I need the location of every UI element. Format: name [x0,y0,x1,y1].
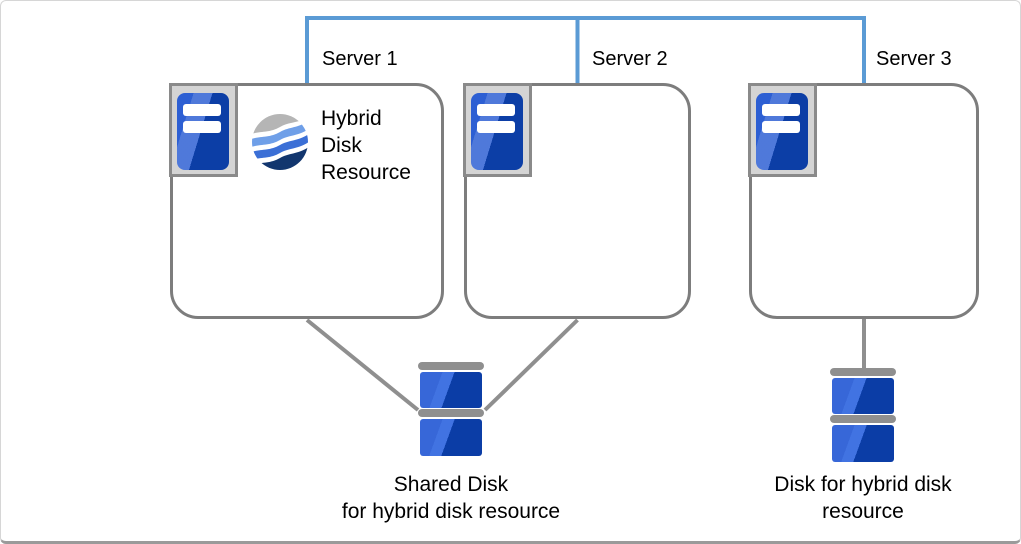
disk-platter-body [420,419,482,456]
server-icon [463,83,532,177]
server-icon [748,83,817,177]
hybrid-disk-label: Disk for hybrid disk resource [774,473,952,523]
connector-server2-shared-disk-line [483,318,579,412]
server-tower-slot [762,121,800,133]
disk-platter-body [420,372,482,408]
shared-disk-label: Shared Disk for hybrid disk resource [341,473,561,523]
server-1-label: Server 1 [322,48,398,70]
server-tower-slot [183,121,221,133]
disk-platter-body [832,378,894,414]
server-tower-glyph [471,93,523,170]
network-line [305,16,866,83]
disk-platter-bar [418,409,484,417]
disk-platter-bar [830,415,896,423]
server-tower-slot [477,121,515,133]
server-2-box [464,83,691,319]
disk-platter-bar [418,362,484,370]
server-2-label: Server 2 [592,48,668,70]
disk-platter-body [832,425,894,462]
server-tower-glyph [177,93,229,170]
connector-server1-shared-disk-line [305,318,420,412]
server-tower-slot [183,104,221,116]
disk-platter-bar [830,368,896,376]
hybrid-disk-icon [830,368,896,462]
server-icon [169,83,238,177]
server-tower-glyph [756,93,808,170]
hybrid-disk-resource-label: Hybrid Disk Resource [321,107,411,184]
shared-disk-icon [418,362,484,456]
server-3-label: Server 3 [876,48,952,70]
server-tower-slot [477,104,515,116]
hybrid-disk-resource-icon [252,114,308,170]
server-tower-slot [762,104,800,116]
